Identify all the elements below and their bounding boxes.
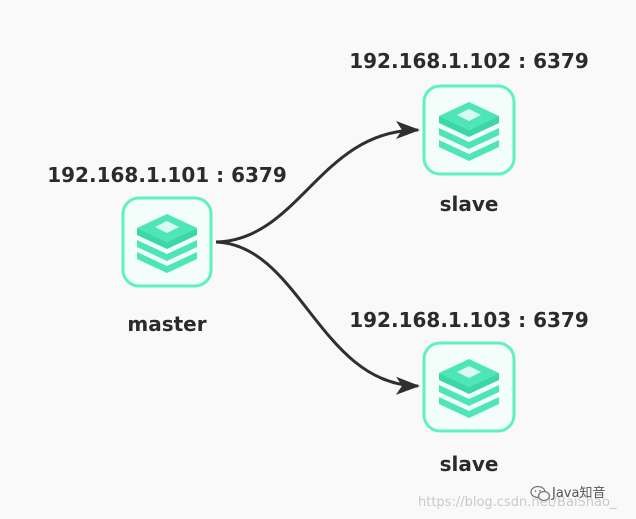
master-address: 192.168.1.101 : 6379 <box>47 163 287 187</box>
edge-master-to-slave-1 <box>215 121 420 244</box>
master-node[interactable]: 192.168.1.101 : 6379 master <box>47 163 287 336</box>
slave-1-role-label: slave <box>440 192 499 216</box>
slave-node-1[interactable]: 192.168.1.102 : 6379 slave <box>349 49 589 216</box>
slave-1-address: 192.168.1.102 : 6379 <box>349 49 589 73</box>
edge-master-to-slave-2 <box>215 240 420 395</box>
watermark: https://blog.csdn.net/BaiShao_ Java知音 <box>418 485 617 510</box>
wechat-logo-icon <box>530 485 551 502</box>
master-role-label: master <box>127 312 206 336</box>
slave-2-role-label: slave <box>440 452 499 476</box>
slave-2-address: 192.168.1.103 : 6379 <box>349 308 589 332</box>
wechat-account-name: Java知音 <box>551 485 605 501</box>
watermark-url: https://blog.csdn.net/BaiShao_ <box>418 495 617 510</box>
slave-node-2[interactable]: 192.168.1.103 : 6379 slave <box>349 308 589 476</box>
